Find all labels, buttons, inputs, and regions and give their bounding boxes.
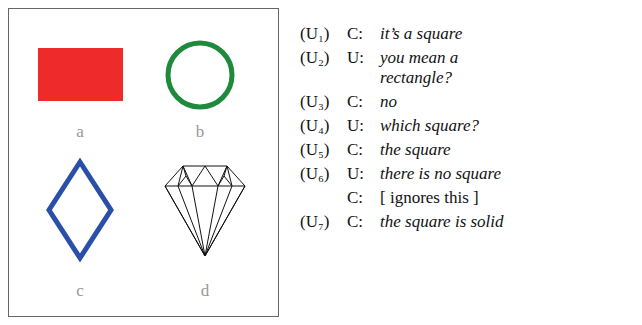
utterance-text: the square xyxy=(380,140,451,160)
speaker: U: xyxy=(347,164,364,184)
shape-letter: b xyxy=(196,122,205,142)
figure-frame xyxy=(9,9,279,317)
green-circle xyxy=(168,43,232,107)
utterance-text: the square is solid xyxy=(380,212,504,232)
gem-drawing xyxy=(165,166,245,256)
speaker: C: xyxy=(347,24,363,44)
utterance-text: which square? xyxy=(380,116,479,136)
utterance-number: (U₂) xyxy=(300,48,330,68)
utterance-number: (U₆) xyxy=(300,164,330,184)
utterance-text: there is no square xyxy=(380,164,501,184)
utterance-number: (U₇) xyxy=(300,212,330,232)
utterance-text: it’s a square xyxy=(380,24,462,44)
utterance-number: (U₁) xyxy=(300,24,330,44)
speaker: U: xyxy=(347,48,364,68)
speaker: C: xyxy=(347,212,363,232)
utterance-number: (U₃) xyxy=(300,92,330,112)
shape-letter: a xyxy=(76,122,84,142)
shape-letter: c xyxy=(76,281,84,301)
speaker: U: xyxy=(347,116,364,136)
red-rectangle xyxy=(38,48,123,101)
utterance-text: no xyxy=(380,92,397,112)
shape-letter: d xyxy=(201,281,210,301)
utterance-text: you mean a rectangle? xyxy=(380,48,505,88)
utterance-number: (U₄) xyxy=(300,116,330,136)
blue-diamond xyxy=(49,162,111,258)
speaker: C: xyxy=(347,188,363,208)
stage-note: [ ignores this ] xyxy=(380,188,479,208)
utterance-number: (U₅) xyxy=(300,140,330,160)
speaker: C: xyxy=(347,92,363,112)
speaker: C: xyxy=(347,140,363,160)
